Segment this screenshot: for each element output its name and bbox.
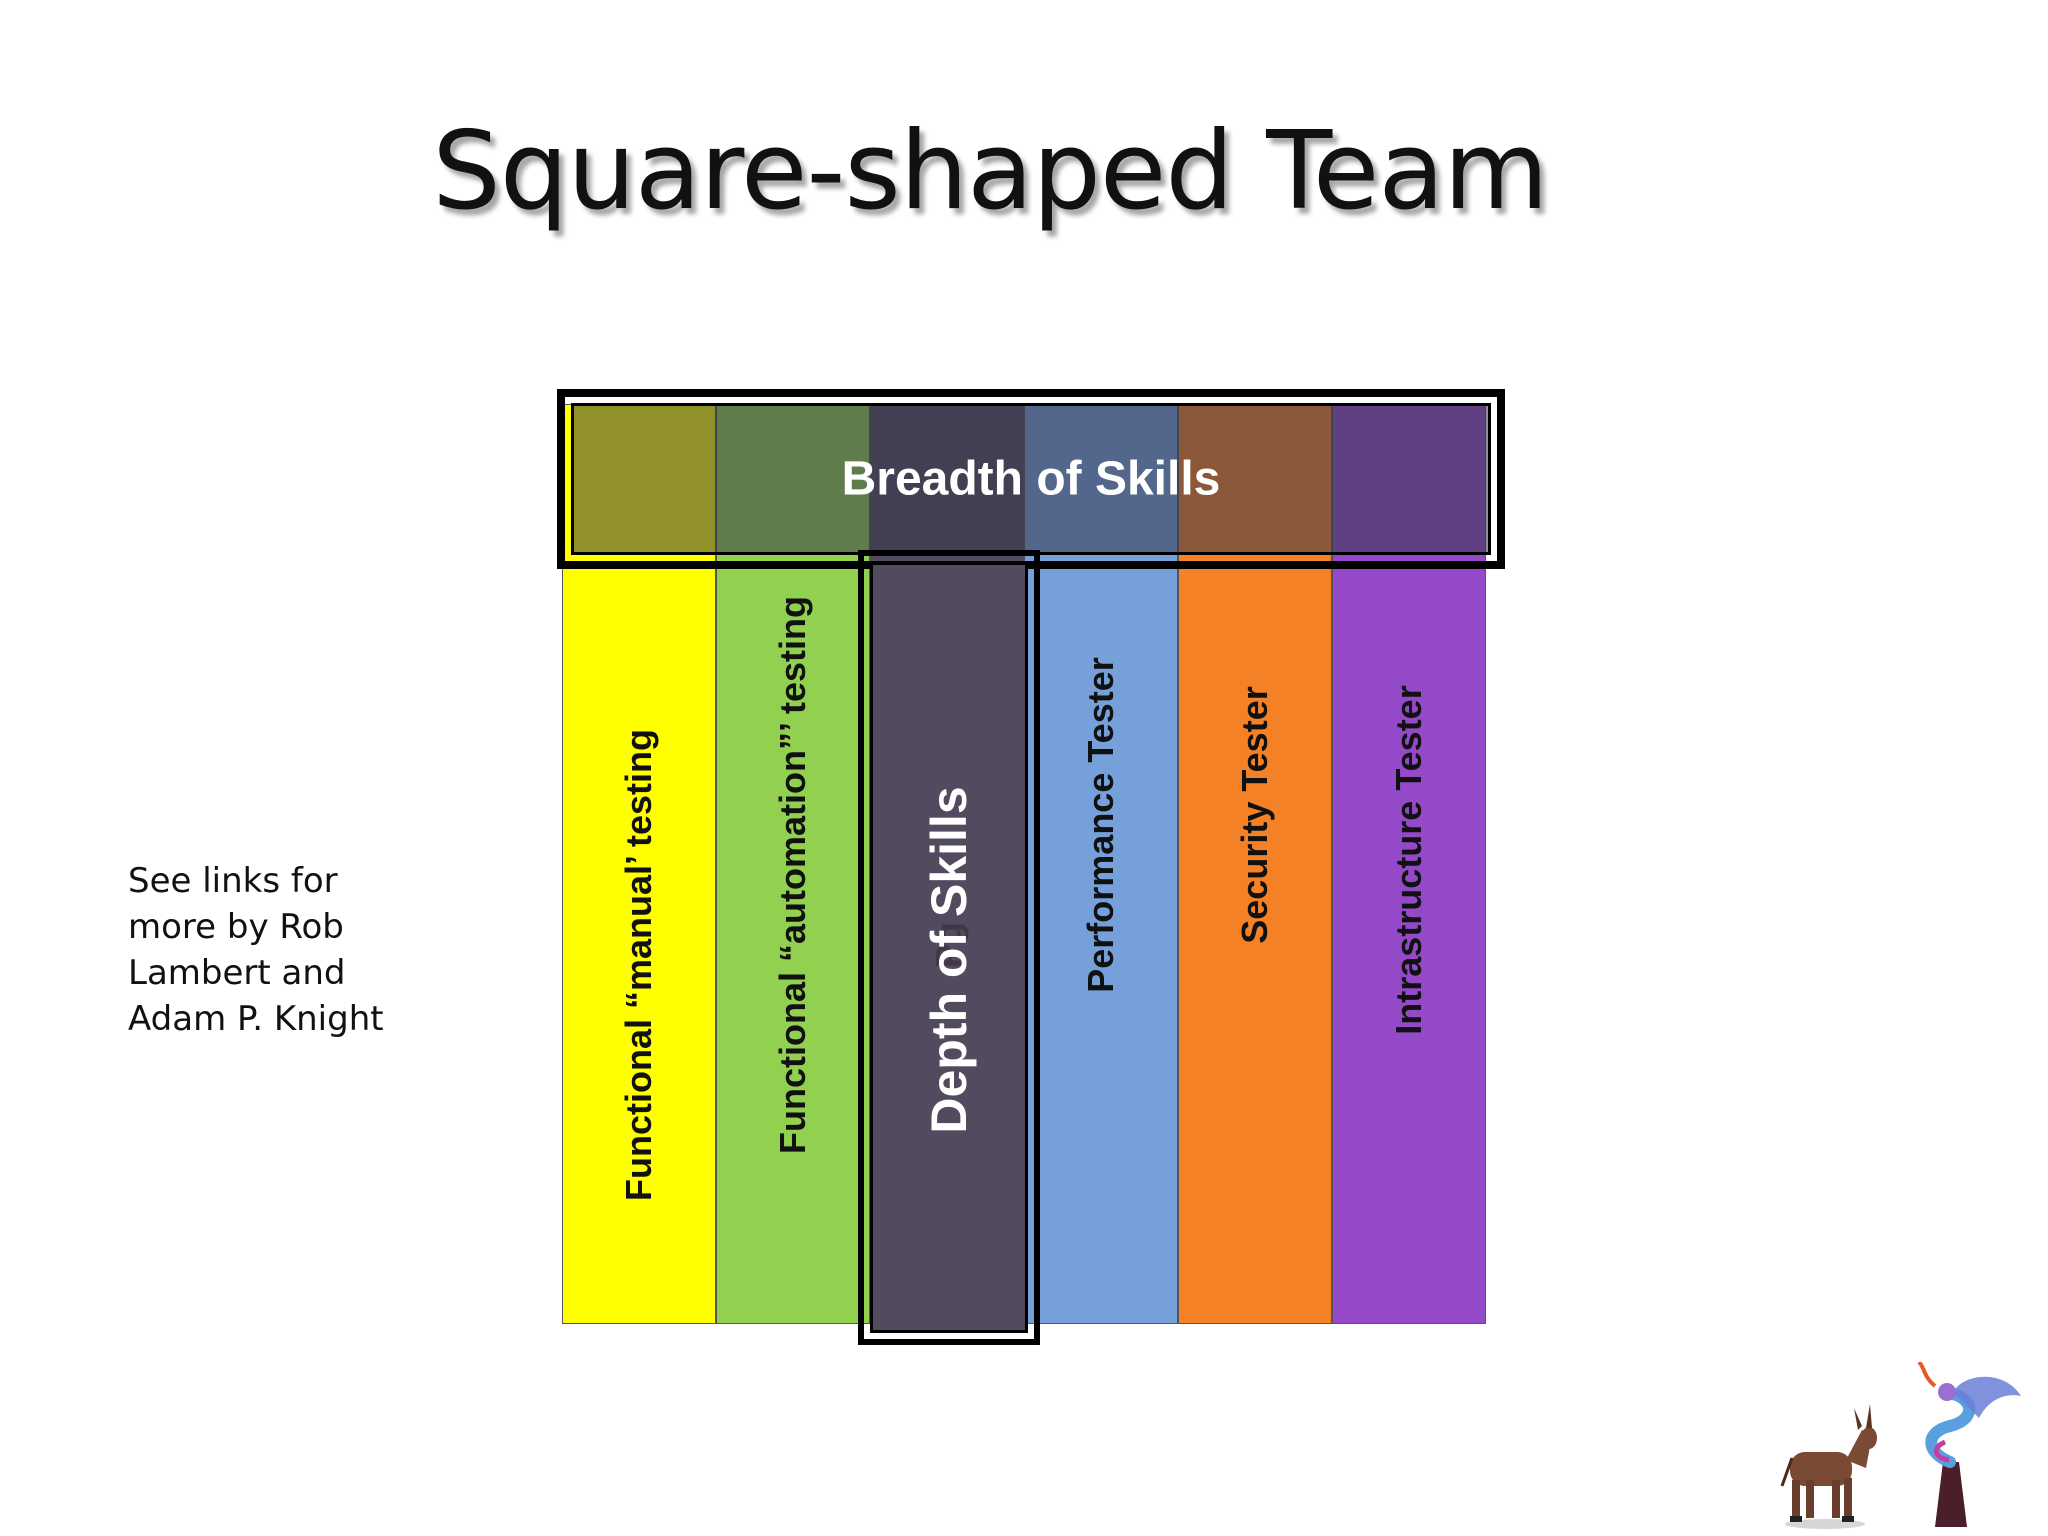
dragon-logo xyxy=(1917,1362,2021,1527)
skill-column-infrastructure-tester: Intrastructure Tester xyxy=(1332,404,1486,1324)
skill-column-label: Intrastructure Tester xyxy=(1388,685,1429,1035)
breadth-of-skills-box: Breadth of Skills xyxy=(557,389,1505,569)
depth-of-skills-label: Depth of Skills xyxy=(921,786,977,1134)
slide-title: Square-shaped Team xyxy=(432,109,1548,234)
depth-of-skills-column: Pg Depth of Skills xyxy=(870,562,1028,1333)
side-note-line: See links for xyxy=(128,861,338,901)
breadth-of-skills-band: Breadth of Skills xyxy=(571,403,1491,555)
side-note-line: Adam P. Knight xyxy=(128,999,384,1039)
donkey-logo xyxy=(1780,1404,1877,1529)
side-note-line: more by Rob xyxy=(128,907,344,947)
depth-of-skills-box: Pg Depth of Skills xyxy=(858,550,1040,1345)
breadth-of-skills-label: Breadth of Skills xyxy=(841,452,1221,506)
skill-column-label: Functional “manual’ testing xyxy=(618,728,659,1202)
skill-column-label: Functional “automation”’ testing xyxy=(772,596,813,1154)
side-note-line: Lambert and xyxy=(128,953,346,993)
skill-column-label: Performance Tester xyxy=(1080,657,1121,993)
side-note: See links for more by Rob Lambert and Ad… xyxy=(128,858,428,1042)
skill-column-manual-testing: Functional “manual’ testing xyxy=(562,404,716,1324)
skill-column-performance-tester: Performance Tester xyxy=(1024,404,1178,1324)
skill-column-label: Security Tester xyxy=(1234,686,1275,944)
skill-column-automation-testing: Functional “automation”’ testing xyxy=(716,404,870,1324)
skill-column-security-tester: Security Tester xyxy=(1178,404,1332,1324)
